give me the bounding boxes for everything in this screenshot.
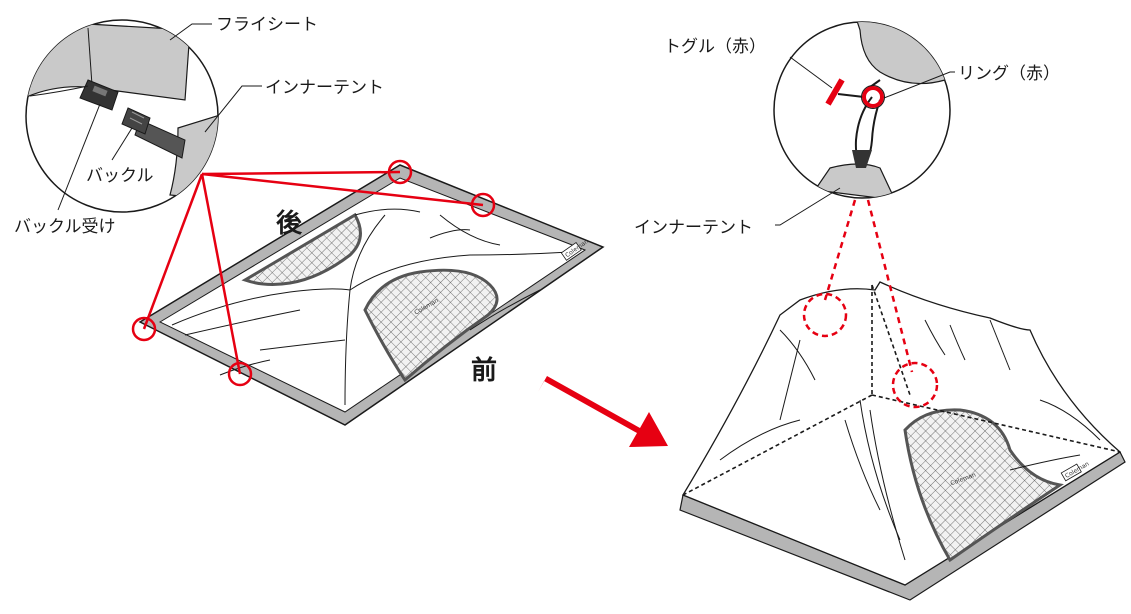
toggle-detail-circle: トグル（赤） リング（赤） インナーテント xyxy=(634,21,1060,238)
pitched-tent-group: Coleman Coleman xyxy=(679,199,1126,601)
hidden-frame-lines xyxy=(682,284,1121,496)
label-buckle: バックル xyxy=(86,166,154,186)
label-ring: リング（赤） xyxy=(958,64,1060,84)
groundsheet-inner xyxy=(158,177,587,413)
brand-tag-flat xyxy=(560,242,582,261)
flat-tent-group: Coleman Coleman 後 前 xyxy=(131,159,605,426)
corner-circle-front-left xyxy=(131,316,157,342)
pitched-wrinkles xyxy=(719,319,1101,561)
label-inner-tent-right: インナーテント xyxy=(634,218,753,238)
back-mesh-panel xyxy=(241,212,362,286)
buckle-receiver-icon xyxy=(79,79,119,111)
fabric-wrinkles xyxy=(171,208,571,406)
corner-circle-front-right xyxy=(227,361,253,387)
buckle-icon xyxy=(121,107,151,135)
attach-point-circle-right xyxy=(891,361,939,409)
label-front: 前 xyxy=(471,355,497,386)
front-mesh-panel xyxy=(363,268,499,383)
label-buckle-receiver: バックル受け xyxy=(14,217,116,237)
ring-connectors xyxy=(823,199,914,373)
corner-circle-back-left xyxy=(387,159,413,185)
label-back: 後 xyxy=(276,208,303,239)
toggle-icon xyxy=(825,78,845,106)
pitched-mesh-door xyxy=(903,408,1064,563)
inner-tent-corner-piece xyxy=(169,114,218,201)
arrow-right-icon xyxy=(538,376,668,447)
label-fly-sheet: フライシート xyxy=(216,15,318,35)
corner-circle-back-right xyxy=(470,192,496,218)
label-toggle: トグル（赤） xyxy=(664,37,766,57)
label-inner-tent-left: インナーテント xyxy=(265,78,384,98)
buckle-detail-circle: フライシート インナーテント バックル バックル受け xyxy=(14,15,384,237)
brand-tag-pitched xyxy=(1060,463,1082,482)
attach-point-circle-left xyxy=(802,292,848,338)
ring-icon xyxy=(862,86,884,108)
guide-lines xyxy=(142,170,484,375)
pitched-tent-body xyxy=(682,281,1122,586)
